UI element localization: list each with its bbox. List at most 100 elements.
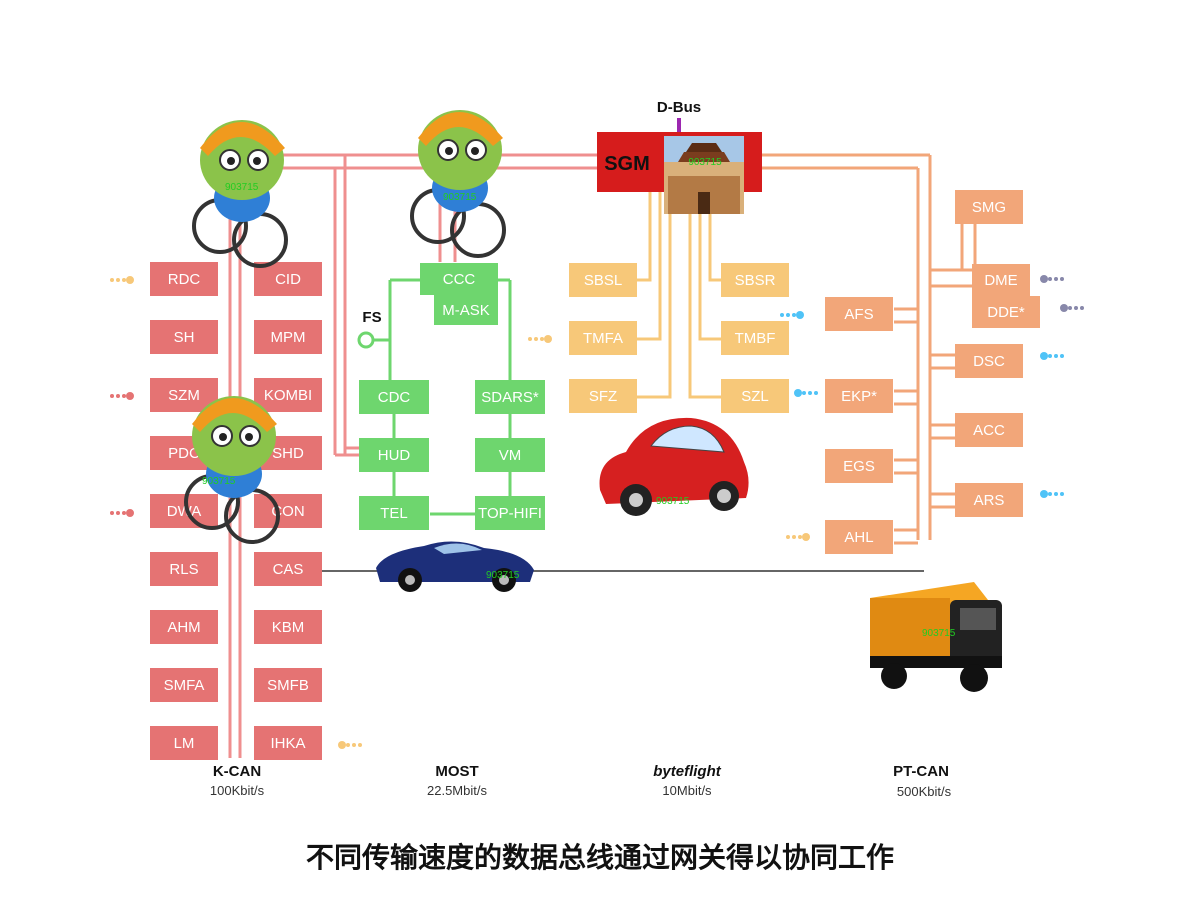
byteflight-ecu-sbsl: SBSL bbox=[569, 263, 637, 297]
connector-dot bbox=[528, 337, 532, 341]
connector-dot bbox=[1048, 354, 1052, 358]
ptcan-ecu-egs: EGS bbox=[825, 449, 893, 483]
kcan-ecu-ihka-label: IHKA bbox=[270, 735, 305, 752]
byteflight-ecu-sbsl-label: SBSL bbox=[584, 272, 622, 289]
svg-text:903715: 903715 bbox=[688, 157, 722, 168]
byteflight-star bbox=[635, 192, 722, 399]
connector-dots-icon bbox=[1040, 275, 1064, 283]
connector-dot bbox=[1048, 277, 1052, 281]
ptcan-ecu-ekp: EKP* bbox=[825, 379, 893, 413]
fs-label: FS bbox=[362, 309, 381, 326]
connector-dot bbox=[122, 511, 126, 515]
kcan-ecu-kbm-label: KBM bbox=[272, 619, 305, 636]
ptcan-ecu-dme-bg bbox=[972, 264, 1030, 296]
ptcan-ecu-dsc-label: DSC bbox=[973, 353, 1005, 370]
kcan-ecu-dwa-label: DWA bbox=[167, 503, 201, 520]
svg-text:903715: 903715 bbox=[225, 182, 259, 193]
connector-dot bbox=[808, 391, 812, 395]
connector-dot bbox=[1068, 306, 1072, 310]
most-ecu-tel-bg bbox=[359, 496, 429, 530]
most-name: MOST bbox=[435, 763, 478, 780]
most-speed: 22.5Mbit/s bbox=[427, 783, 487, 798]
connector-dot bbox=[792, 535, 796, 539]
connector-dot bbox=[110, 278, 114, 282]
sgm-label: SGM bbox=[604, 153, 650, 175]
kcan-ecu-smfa-label: SMFA bbox=[164, 677, 205, 694]
connector-dot bbox=[122, 278, 126, 282]
red-car-icon: 903715 bbox=[599, 417, 749, 516]
connector-dot bbox=[786, 313, 790, 317]
connector-dots-icon bbox=[1040, 352, 1064, 360]
svg-text:903715: 903715 bbox=[486, 570, 520, 581]
connector-dot bbox=[1040, 275, 1048, 283]
connector-dots-icon bbox=[110, 276, 134, 284]
kcan-ecu-con-bg bbox=[254, 494, 322, 528]
kcan-ecu-smfb-bg bbox=[254, 668, 322, 702]
ptcan-ecu-dde-bg bbox=[972, 296, 1040, 328]
kcan-ecu-rdc: RDC bbox=[150, 262, 218, 296]
kcan-ecu-sh-bg bbox=[150, 320, 218, 354]
kcan-ecu-szm-label: SZM bbox=[168, 387, 200, 404]
kcan-ecu-pdc-label: PDC bbox=[168, 445, 200, 462]
most-ecu-sdars: SDARS* bbox=[475, 380, 545, 414]
most-ecu-top-hifi-label: TOP-HIFI bbox=[478, 505, 542, 522]
most-ecu-hud: HUD bbox=[359, 438, 429, 472]
most-ecu-vm: VM bbox=[475, 438, 545, 472]
kcan-ecu-kbm: KBM bbox=[254, 610, 322, 644]
kcan-ecu-cid-bg bbox=[254, 262, 322, 296]
cyclist-mascot-icon: 903715 bbox=[410, 110, 506, 258]
ptcan-ecu-smg-bg bbox=[955, 190, 1023, 224]
connector-dot bbox=[1060, 492, 1064, 496]
connector-dot bbox=[116, 511, 120, 515]
connector-dots-icon bbox=[338, 741, 362, 749]
ptcan-ecu-dme: DME bbox=[972, 264, 1030, 296]
svg-text:903715: 903715 bbox=[443, 192, 477, 203]
connector-dot bbox=[544, 335, 552, 343]
most-ecu-cdc-label: CDC bbox=[378, 389, 411, 406]
kcan-ecu-mpm-bg bbox=[254, 320, 322, 354]
connector-dots-icon bbox=[794, 389, 818, 397]
connector-dot bbox=[346, 743, 350, 747]
connector-dot bbox=[1040, 352, 1048, 360]
ptcan-ecu-smg: SMG bbox=[955, 190, 1023, 224]
kcan-ecu-kombi-bg bbox=[254, 378, 322, 412]
byteflight-ecu-tmfa-bg bbox=[569, 321, 637, 355]
ptcan-ecu-afs: AFS bbox=[825, 297, 893, 331]
byteflight-ecu-tmbf-bg bbox=[721, 321, 789, 355]
ecu-boxes: RDCSHSZMPDCDWARLSAHMSMFALMCIDMPMKOMBISHD… bbox=[150, 190, 1040, 760]
kcan-ecu-ahm: AHM bbox=[150, 610, 218, 644]
connector-dots-icon bbox=[780, 311, 804, 319]
kcan-ecu-smfa-bg bbox=[150, 668, 218, 702]
connector-dot bbox=[126, 509, 134, 517]
byteflight-speed: 10Mbit/s bbox=[662, 783, 712, 798]
most-ecu-ccc-bg bbox=[420, 263, 498, 295]
most-ecu-ccc: CCC bbox=[420, 263, 498, 295]
kcan-ecu-ihka: IHKA bbox=[254, 726, 322, 760]
connector-dot bbox=[126, 276, 134, 284]
ptcan-ecu-dme-label: DME bbox=[984, 272, 1017, 289]
kcan-ecu-lm-label: LM bbox=[174, 735, 195, 752]
connector-dot bbox=[786, 535, 790, 539]
connector-dot bbox=[110, 394, 114, 398]
kcan-ecu-ihka-bg bbox=[254, 726, 322, 760]
ptcan-ecu-ahl: AHL bbox=[825, 520, 893, 554]
ptcan-name: PT-CAN bbox=[893, 763, 949, 780]
byteflight-ecu-sbsr-bg bbox=[721, 263, 789, 297]
kcan-ecu-shd-label: SHD bbox=[272, 445, 304, 462]
kcan-ecu-cas-bg bbox=[254, 552, 322, 586]
kcan-ecu-lm-bg bbox=[150, 726, 218, 760]
connector-dot bbox=[794, 389, 802, 397]
connector-dot bbox=[534, 337, 538, 341]
byteflight-ecu-sbsr: SBSR bbox=[721, 263, 789, 297]
most-ecu-m-ask: M-ASK bbox=[434, 295, 498, 325]
connector-dot bbox=[1080, 306, 1084, 310]
most-ring bbox=[357, 278, 512, 516]
ptcan-ecu-acc: ACC bbox=[955, 413, 1023, 447]
ptcan-wiring bbox=[762, 153, 977, 545]
most-ecu-cdc-bg bbox=[359, 380, 429, 414]
ptcan-ecu-acc-bg bbox=[955, 413, 1023, 447]
kcan-ecu-rls-bg bbox=[150, 552, 218, 586]
connector-dot bbox=[792, 313, 796, 317]
connector-dots-icon bbox=[1040, 490, 1064, 498]
kcan-ecu-cid: CID bbox=[254, 262, 322, 296]
